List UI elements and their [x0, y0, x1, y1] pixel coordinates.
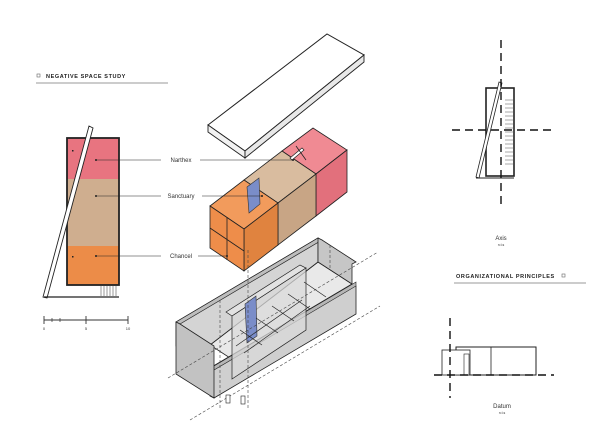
datum-diagram: Datum n.t.s [434, 318, 554, 415]
cutaway-end-wall [175, 321, 215, 399]
axis-diagram: Axis n.t.s [452, 40, 552, 247]
scale-bar: 0 5 10 [43, 316, 131, 331]
floor-plan [42, 125, 120, 299]
datum-label: Datum [493, 404, 511, 410]
plan-angled-wall [42, 125, 94, 299]
scale-tick-0: 0 [43, 326, 46, 331]
massing-model [209, 127, 348, 272]
organizational-title: ORGANIZATIONAL PRINCIPLES [456, 274, 555, 280]
massing-glass-slot [246, 177, 261, 214]
scale-tick-5: 5 [85, 326, 88, 331]
datum-note: n.t.s [499, 411, 506, 415]
axis-note: n.t.s [498, 243, 505, 247]
cutaway-model [167, 237, 381, 421]
negative-space-title: NEGATIVE SPACE STUDY [46, 74, 126, 80]
label-chancel: Chancel [170, 254, 192, 260]
plan-narthex-zone [67, 138, 119, 179]
plan-chancel-zone [67, 246, 119, 285]
roof-slab [207, 33, 365, 159]
scale-tick-10: 10 [126, 326, 131, 331]
label-sanctuary: Sanctuary [167, 194, 194, 200]
axis-label: Axis [495, 236, 506, 242]
zone-labels: Narthex Sanctuary Chancel [95, 158, 294, 260]
label-narthex: Narthex [170, 158, 191, 164]
organizational-heading: ORGANIZATIONAL PRINCIPLES [454, 273, 586, 284]
plan-steps [100, 286, 117, 296]
negative-space-heading: NEGATIVE SPACE STUDY [36, 73, 168, 84]
